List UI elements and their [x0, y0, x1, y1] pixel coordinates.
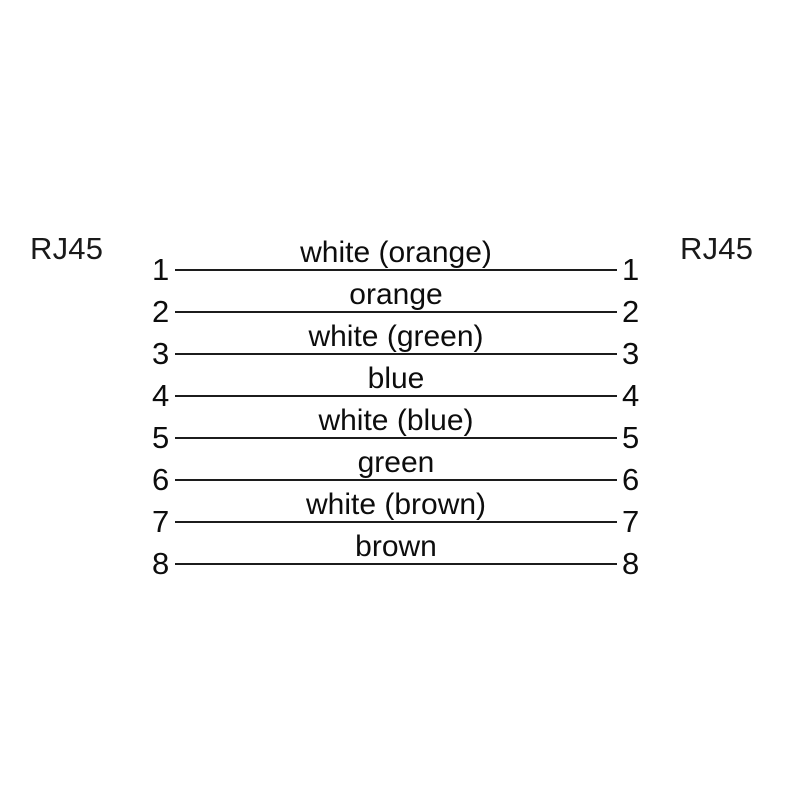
wire-label: white (orange): [300, 236, 492, 269]
wire-line: [175, 563, 617, 565]
connector-label-left: RJ45: [30, 231, 104, 266]
wire-label: white (blue): [318, 404, 474, 437]
wire-label: white (brown): [305, 488, 487, 521]
wire-label: brown: [355, 530, 437, 563]
wire-line: [175, 395, 617, 397]
pin-number-left: 1: [152, 252, 170, 287]
wire-line: [175, 353, 617, 355]
pin-number-left: 8: [152, 546, 170, 581]
pin-number-left: 3: [152, 336, 170, 371]
pin-number-right: 2: [622, 294, 640, 329]
pin-number-right: 6: [622, 462, 640, 497]
pin-number-left: 2: [152, 294, 170, 329]
wire-line: [175, 269, 617, 271]
wire-label: white (green): [308, 320, 484, 353]
wire-label: blue: [367, 362, 425, 395]
pin-number-right: 1: [622, 252, 640, 287]
wire-line: [175, 521, 617, 523]
wire-line: [175, 437, 617, 439]
pin-number-left: 5: [152, 420, 170, 455]
pin-number-right: 5: [622, 420, 640, 455]
pin-number-right: 8: [622, 546, 640, 581]
pin-number-right: 3: [622, 336, 640, 371]
wire-label: orange: [349, 278, 443, 311]
pin-number-left: 4: [152, 378, 170, 413]
wire-label: green: [357, 446, 435, 479]
pin-number-right: 4: [622, 378, 640, 413]
pin-number-right: 7: [622, 504, 640, 539]
pin-number-left: 6: [152, 462, 170, 497]
wire-line: [175, 479, 617, 481]
connector-label-right: RJ45: [680, 231, 754, 266]
wire-line: [175, 311, 617, 313]
pin-number-left: 7: [152, 504, 170, 539]
